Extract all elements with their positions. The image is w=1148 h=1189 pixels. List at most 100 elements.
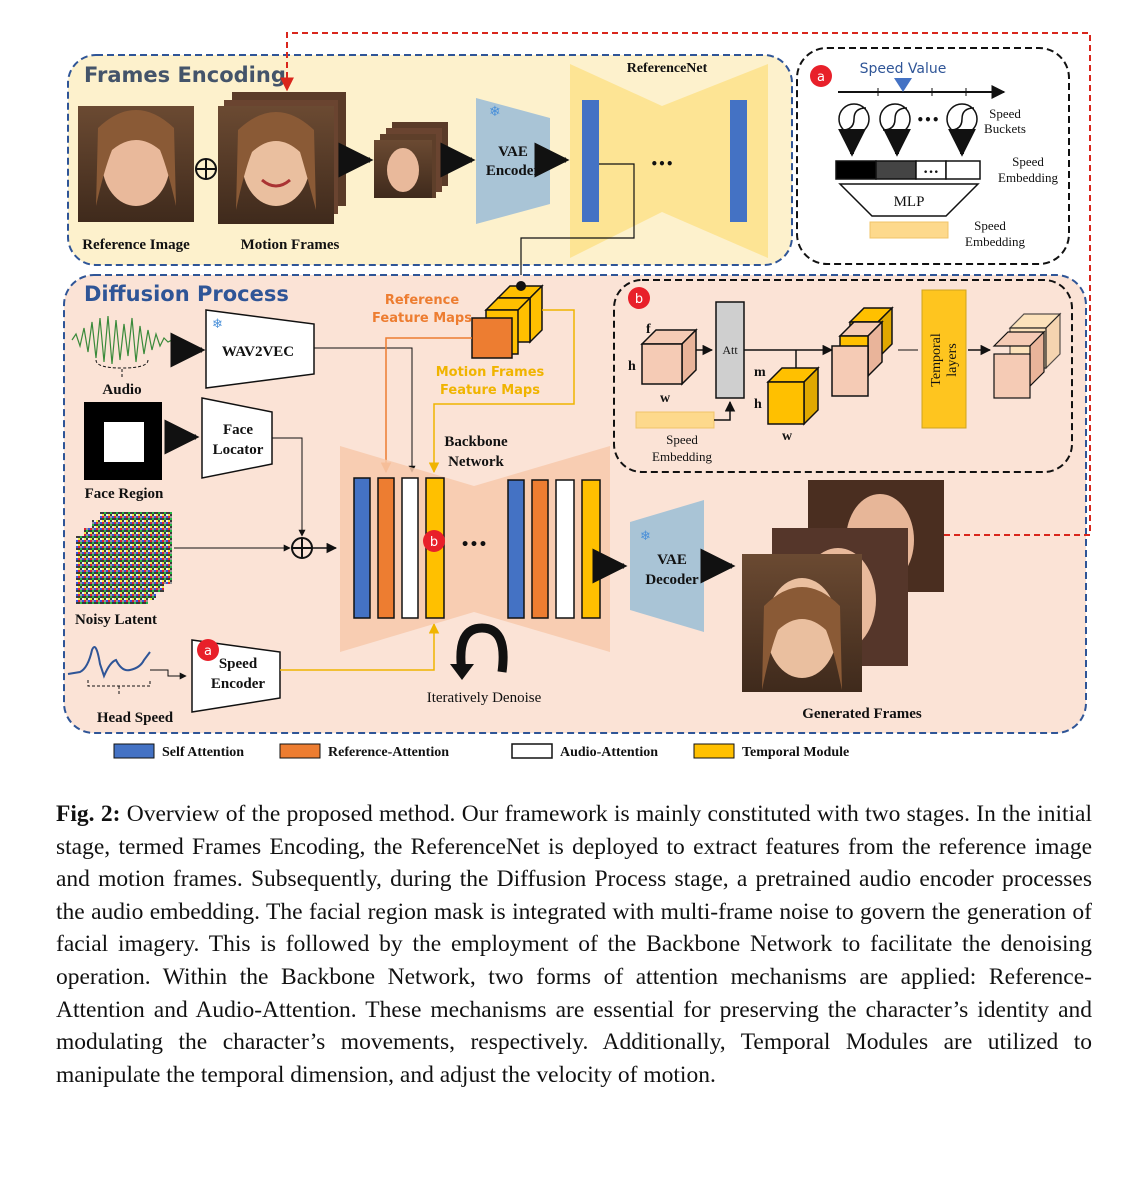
dim-h2-label: h: [754, 397, 762, 412]
motion-feature-line: [428, 309, 575, 474]
speed-embedding-bottom-label-line2: Embedding: [965, 234, 1025, 249]
mlp-block: [838, 183, 980, 217]
reference-feature-maps-label-line1: Reference: [385, 293, 459, 308]
temporal-panel-marker: [628, 287, 650, 309]
backbone-label-line2: Network: [448, 454, 504, 470]
speed-encoder-label-line1: Speed: [219, 656, 258, 672]
noisy-latent-label: Noisy Latent: [75, 612, 157, 628]
att-label: Att: [722, 343, 738, 357]
vae-decoder-label-line2: Decoder: [645, 572, 699, 588]
backbone-ellipsis: •••: [461, 537, 488, 553]
wav2vec-label: WAV2VEC: [222, 344, 294, 360]
speed-embedding-top-label-line1: Speed: [1012, 154, 1044, 169]
sum-operator-icon: [291, 537, 313, 559]
speed-embedding-bar: [835, 160, 981, 180]
snowflake-icon: ❄: [640, 529, 651, 544]
backbone-reference-attention-block: [531, 479, 549, 619]
vae-decoder-label-line1: VAE: [657, 552, 687, 568]
frames-encoding-title: Frames Encoding: [84, 63, 286, 87]
diffusion-process-title: Diffusion Process: [84, 282, 289, 306]
speed-embedding-line: [280, 622, 440, 671]
dim-h-label: h: [628, 359, 636, 374]
backbone-label-line1: Backbone: [444, 434, 508, 450]
reference-image-label: Reference Image: [82, 237, 190, 253]
reference-feature-maps-label-line2: Feature Maps: [372, 311, 472, 326]
figure-caption: Fig. 2: Overview of the proposed method.…: [56, 798, 1092, 1091]
backbone-reference-attention-block: [377, 477, 395, 619]
output-feature-stack: [992, 312, 1062, 399]
speed-embedding-ellipsis: •••: [923, 168, 939, 178]
legend-label-temporal-module: Temporal Module: [742, 745, 849, 760]
vae-decoder-block: [630, 500, 704, 632]
legend: Self Attention Reference-Attention Audio…: [113, 743, 849, 760]
speed-embedding-input: [635, 411, 715, 429]
mlp-label: MLP: [894, 194, 925, 210]
speed-embedding-to-att-line: [714, 400, 736, 421]
motion-frames-feature-maps-label-line1: Motion Frames: [436, 365, 545, 380]
speed-encoder-marker: [197, 639, 219, 661]
snowflake-icon: ❄: [212, 317, 223, 332]
input-feature-cube: [640, 328, 698, 386]
face-locator-output-line: [272, 437, 306, 537]
temporal-layers-label-line1: Temporal: [929, 333, 944, 387]
bucket-arrows: [838, 128, 976, 157]
wav2vec-block: [205, 309, 315, 389]
speed-value-marker-icon: [894, 78, 912, 92]
speed-value-label: Speed Value: [860, 61, 947, 77]
referencenet-output-line: [520, 163, 635, 284]
concat-operator-icon: [195, 158, 217, 180]
face-locator-label-line2: Locator: [213, 442, 264, 458]
speed-embedding-output: [869, 221, 949, 239]
dim-w2-label: w: [782, 429, 793, 444]
backbone-self-attention-block: [353, 477, 371, 619]
audio-label: Audio: [102, 382, 141, 398]
motion-frames-stack: [374, 122, 448, 198]
legend-label-reference-attention: Reference-Attention: [328, 745, 449, 760]
face-locator-label-line1: Face: [223, 422, 253, 438]
dim-f-label: f: [646, 322, 651, 337]
reference-image: [78, 106, 194, 222]
denoise-loop-arrow: [456, 623, 508, 673]
reference-feature-line: [380, 337, 472, 474]
legend-swatch-self-attention: [113, 743, 155, 759]
motion-frames-feature-maps-label-line2: Feature Maps: [440, 383, 540, 398]
vae-encoder-label-line1: VAE: [498, 144, 528, 160]
face-region-label: Face Region: [85, 486, 164, 502]
referencenet-ellipsis: •••: [650, 157, 673, 171]
generated-frames-stack: [742, 480, 944, 692]
audio-waveform-icon: [71, 315, 176, 365]
speed-panel-marker-label: a: [817, 70, 825, 85]
vae-encoder-label-line2: Encoder: [486, 163, 541, 179]
snowflake-icon: ❄: [489, 104, 501, 120]
concatenated-feature-stack: [831, 306, 894, 397]
legend-label-audio-attention: Audio-Attention: [560, 745, 658, 760]
generated-frames-label: Generated Frames: [802, 706, 922, 722]
speed-embedding-bottom-label-line1: Speed: [974, 218, 1006, 233]
audio-feature-line: [314, 347, 416, 473]
dim-w-label: w: [660, 391, 671, 406]
backbone-self-attention-block: [507, 479, 525, 619]
head-speed-curve: [67, 646, 151, 679]
speed-buckets-ellipsis: •••: [916, 113, 939, 127]
speed-axis-ticks: [877, 88, 967, 96]
speed-buckets-label-line1: Speed: [989, 106, 1021, 121]
speed-panel-marker: [810, 65, 832, 87]
temporal-layers-label-line2: layers: [945, 343, 960, 376]
referencenet-label: ReferenceNet: [627, 61, 708, 76]
legend-label-self-attention: Self Attention: [162, 745, 244, 760]
legend-swatch-audio-attention: [511, 743, 553, 759]
motion-feature-cube: [766, 366, 820, 426]
architecture-diagram: Frames Encoding Reference Image Motion F…: [63, 32, 1091, 760]
noisy-latent-stack: [76, 512, 172, 604]
head-speed-line: [150, 669, 187, 680]
dim-m-label: m: [754, 365, 766, 380]
legend-swatch-temporal-module: [693, 743, 735, 759]
backbone-temporal-block: [581, 479, 601, 619]
head-speed-brace: [87, 680, 151, 696]
backbone-marker: [423, 530, 445, 552]
speed-buckets-label-line2: Buckets: [984, 121, 1026, 136]
temporal-panel-marker-label: b: [635, 292, 643, 307]
face-region-box: [104, 422, 144, 462]
caption-label: Fig. 2:: [56, 801, 121, 827]
speed-encoder-marker-label: a: [204, 644, 212, 659]
